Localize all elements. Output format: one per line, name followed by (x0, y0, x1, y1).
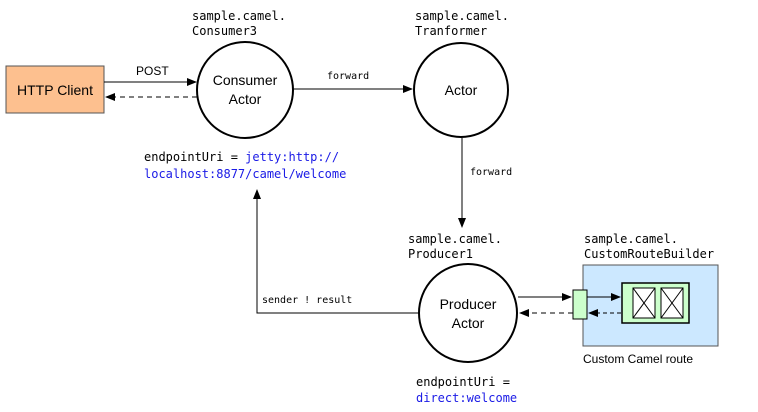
edge-forward-1-label: forward (327, 71, 369, 82)
producer-label-line1: Producer (440, 296, 497, 312)
producer-endpoint-label: endpointUri = (416, 375, 510, 389)
edge-post-label: POST (136, 64, 169, 78)
producer-class-line2: Producer1 (408, 247, 473, 261)
transformer-actor-node: sample.camel. Tranformer Actor (413, 9, 509, 138)
consumer-endpoint-value-line1: jetty:http:// (245, 150, 339, 164)
route-builder-node: sample.camel. CustomRouteBuilder Custom … (572, 232, 719, 366)
route-endpoint-port (572, 289, 588, 320)
consumer-endpoint-label: endpointUri = (144, 150, 245, 164)
edge-forward-2-label: forward (470, 167, 512, 178)
producer-circle (418, 263, 518, 363)
route-builder-class-line2: CustomRouteBuilder (584, 247, 714, 261)
producer-label-line2: Actor (452, 315, 485, 331)
consumer-endpoint-value-line2: localhost:8877/camel/welcome (144, 167, 346, 181)
route-builder-caption: Custom Camel route (583, 352, 693, 366)
transformer-label: Actor (445, 82, 478, 98)
transformer-class-line1: sample.camel. (415, 9, 509, 23)
route-builder-class-line1: sample.camel. (584, 232, 678, 246)
edge-result (253, 189, 419, 314)
producer-actor-node: sample.camel. Producer1 Producer Actor (408, 232, 518, 363)
consumer-label-line2: Actor (229, 91, 262, 107)
consumer-actor-node: sample.camel. Consumer3 Consumer Actor (192, 9, 294, 139)
consumer-endpoint: endpointUri = jetty:http:// (144, 150, 339, 164)
edge-result-label: sender ! result (262, 295, 352, 306)
producer-class-line1: sample.camel. (408, 232, 502, 246)
producer-endpoint-value: direct:welcome (416, 391, 517, 405)
transformer-class-line2: Tranformer (415, 24, 487, 38)
http-client-box (5, 65, 105, 114)
consumer-label-line1: Consumer (213, 72, 278, 88)
http-client-label: HTTP Client (17, 82, 93, 98)
http-client-node: HTTP Client (5, 65, 105, 114)
consumer-class-line1: sample.camel. (192, 9, 286, 23)
transformer-circle (413, 42, 509, 138)
consumer-circle (196, 41, 294, 139)
consumer-class-line2: Consumer3 (192, 24, 257, 38)
